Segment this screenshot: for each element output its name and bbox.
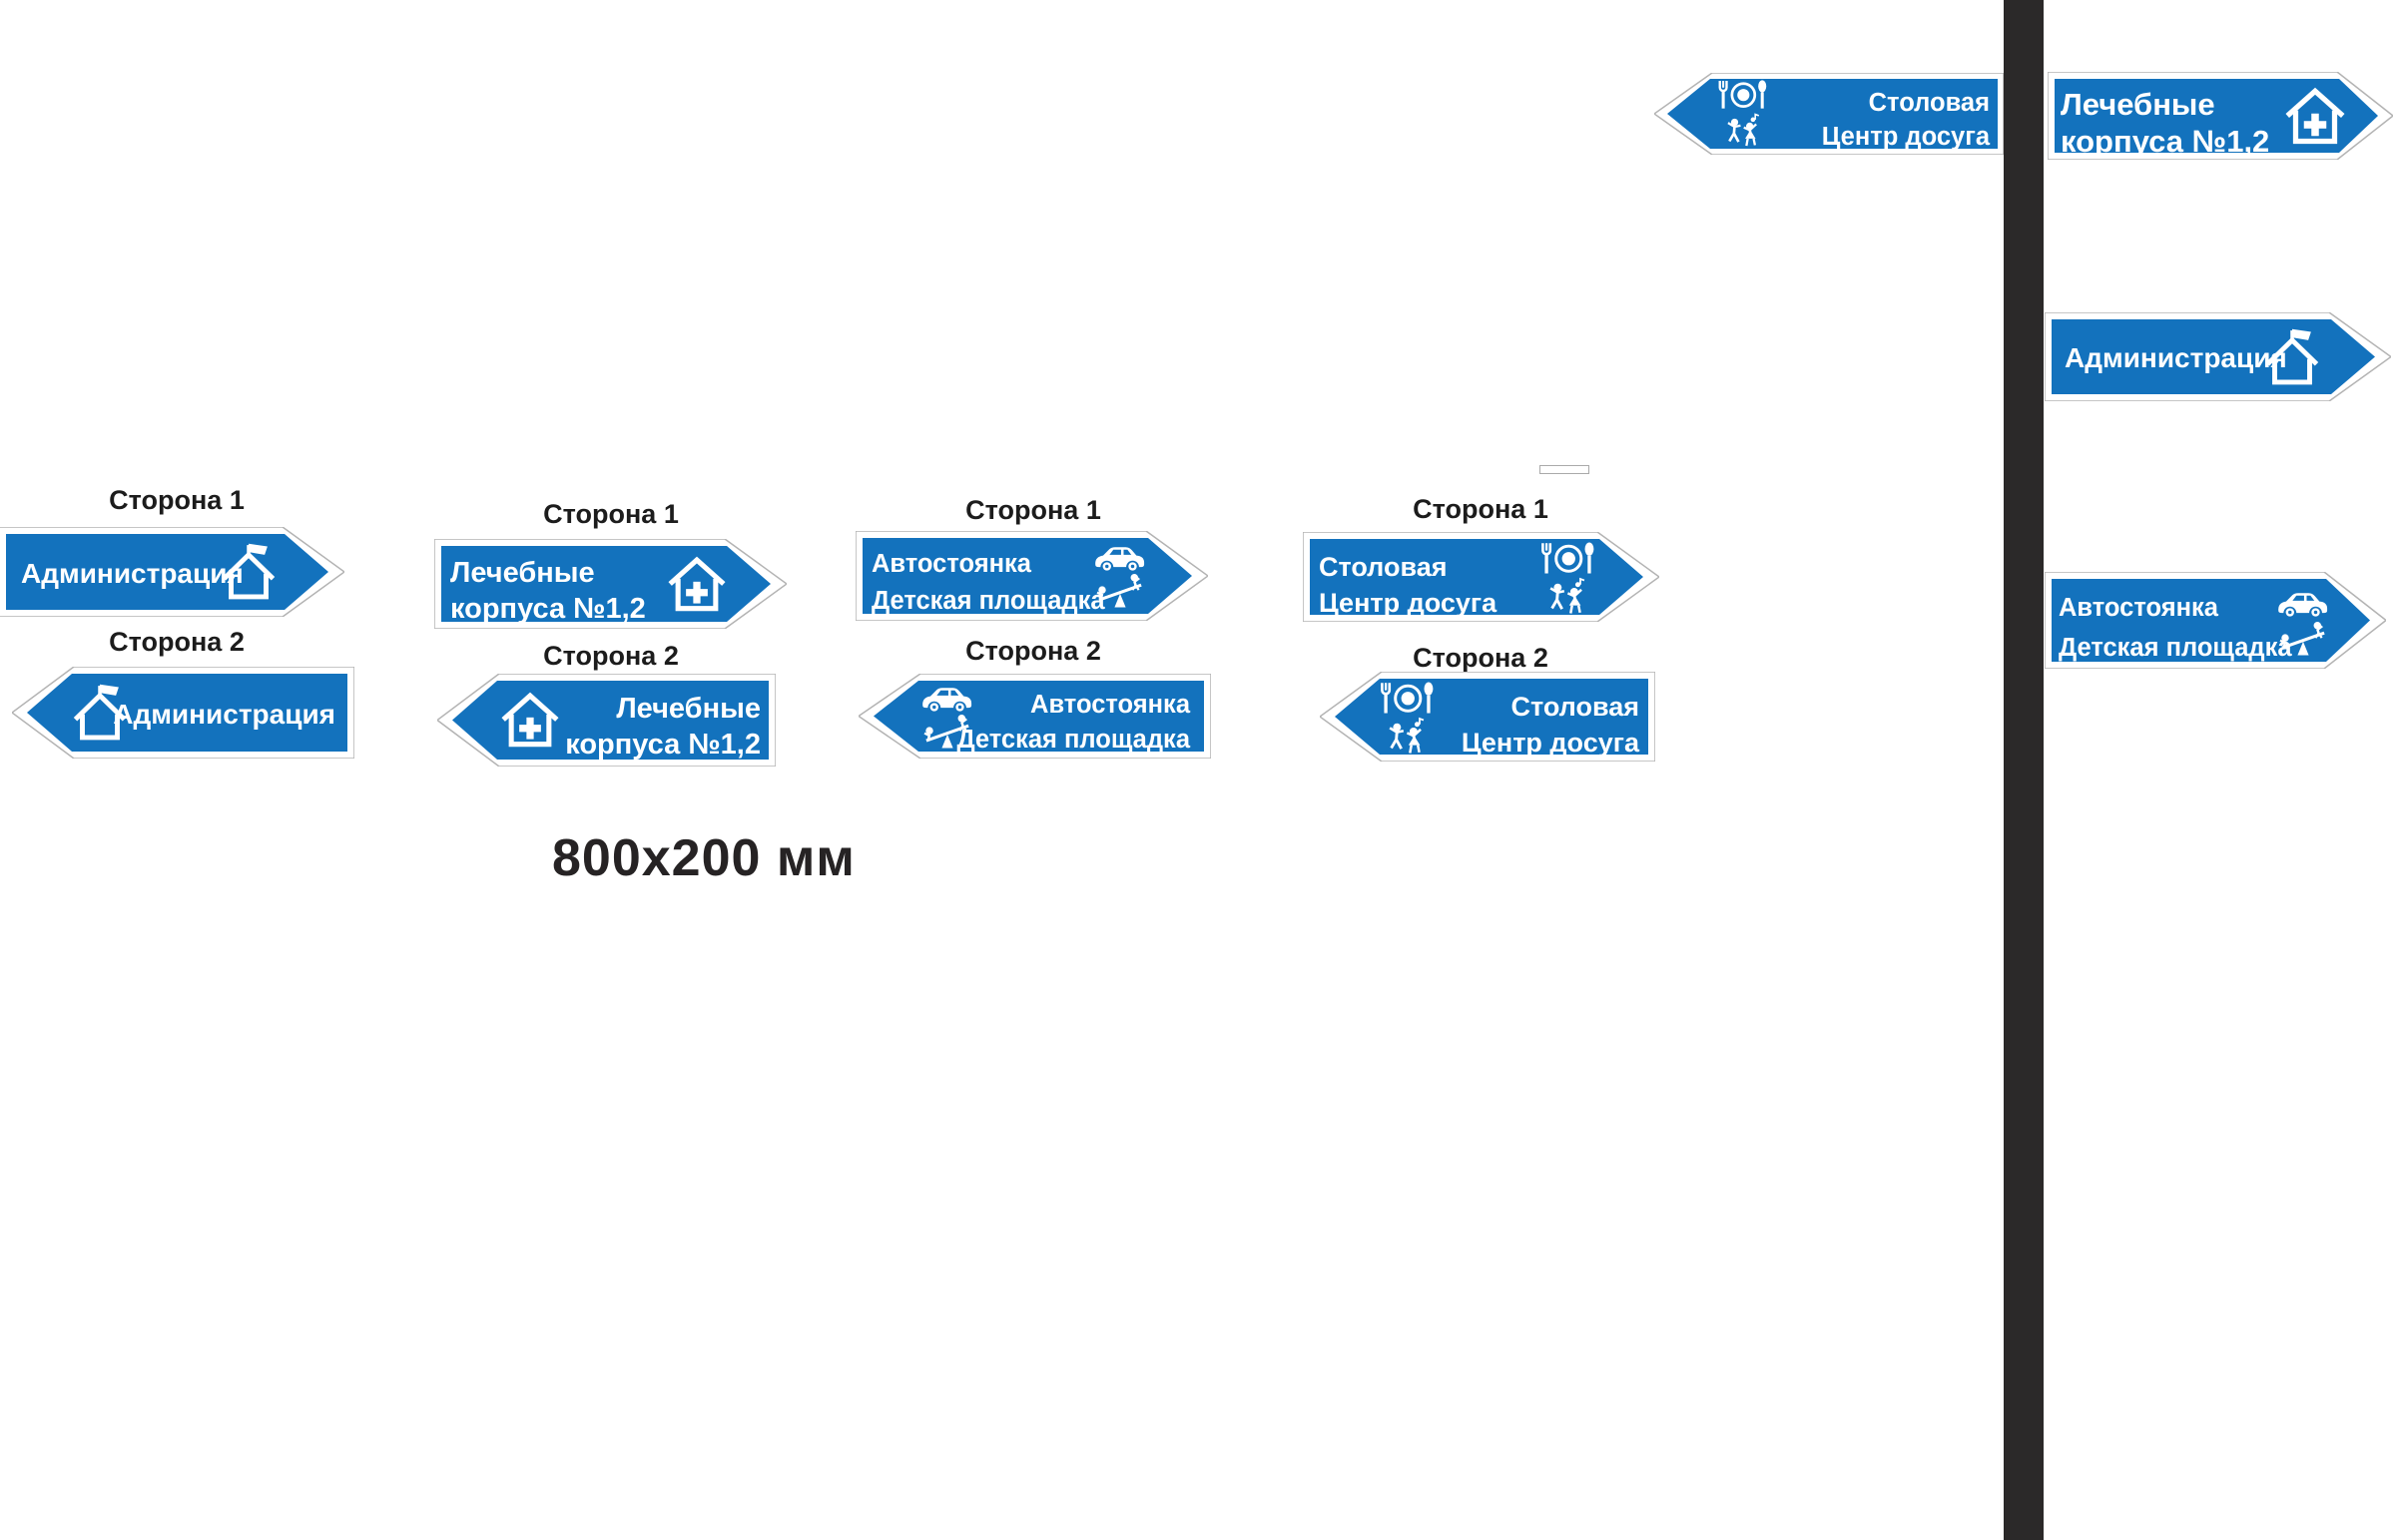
small-rect-marker — [1539, 465, 1589, 474]
post-sign-medical: Лечебные корпуса №1,2 — [2048, 72, 2393, 160]
side-label: Сторона 1 — [109, 485, 245, 515]
sign-parking-side2: Автостоянка Детская площадка — [859, 674, 1211, 759]
sign-text-line2: Детская площадка — [956, 726, 1190, 754]
sign-text: Администрация — [2065, 342, 2287, 373]
sign-dining-side2: Столовая Центр досуга — [1320, 672, 1655, 762]
sign-text-line1: Автостоянка — [1030, 691, 1191, 719]
sign-face — [2052, 319, 2375, 394]
sign-text-line1: Лечебные — [2061, 87, 2215, 122]
sign-text: Администрация — [21, 558, 244, 589]
sign-text-line1: Лечебные — [450, 557, 595, 589]
sign-text-line2: Центр досуга — [1319, 588, 1498, 618]
sign-post — [2004, 0, 2044, 1540]
sign-face — [1310, 539, 1643, 615]
sign-parking-side1: Автостоянка Детская площадка — [856, 531, 1208, 621]
sign-dining-side1: Столовая Центр досуга — [1303, 532, 1659, 622]
sign-text: Администрация — [113, 699, 335, 730]
sign-text-line2: Детская площадка — [2059, 634, 2292, 662]
post-sign-administration: Администрация — [2045, 312, 2391, 401]
sign-text-line1: Столовая — [1869, 89, 1990, 117]
sign-text-line2: Центр досуга — [1462, 728, 1640, 758]
sign-text-line2: корпуса №1,2 — [565, 729, 761, 761]
side-label: Сторона 2 — [1413, 643, 1548, 673]
sign-medical-side1: Лечебные корпуса №1,2 — [434, 539, 787, 629]
side-label: Сторона 1 — [1413, 494, 1548, 524]
side-label: Сторона 1 — [543, 499, 679, 529]
sign-medical-side2: Лечебные корпуса №1,2 — [437, 674, 776, 767]
side-label: Сторона 1 — [965, 495, 1101, 525]
sign-text-line1: Лечебные — [616, 693, 761, 725]
sign-text-line2: корпуса №1,2 — [2061, 124, 2269, 159]
side-label: Сторона 2 — [109, 627, 245, 657]
sign-text-line2: Центр досуга — [1822, 123, 1991, 151]
side-label: Сторона 2 — [543, 641, 679, 671]
sign-text-line2: корпуса №1,2 — [450, 593, 646, 625]
post-sign-dining: Столовая Центр досуга — [1654, 73, 2004, 155]
size-caption: 800x200 мм — [552, 829, 856, 887]
sign-text-line1: Автостоянка — [872, 550, 1032, 578]
sign-text-line1: Автостоянка — [2059, 594, 2219, 622]
sign-administration-side2: Администрация — [12, 667, 354, 759]
sign-text-line2: Детская площадка — [872, 587, 1105, 615]
side-label: Сторона 2 — [965, 636, 1101, 666]
sign-face — [452, 681, 769, 760]
sign-text-line1: Столовая — [1319, 552, 1448, 582]
sign-administration-side1: Администрация — [0, 527, 344, 617]
sign-text-line1: Столовая — [1511, 692, 1640, 722]
post-sign-parking: Автостоянка Детская площадка — [2045, 572, 2386, 669]
